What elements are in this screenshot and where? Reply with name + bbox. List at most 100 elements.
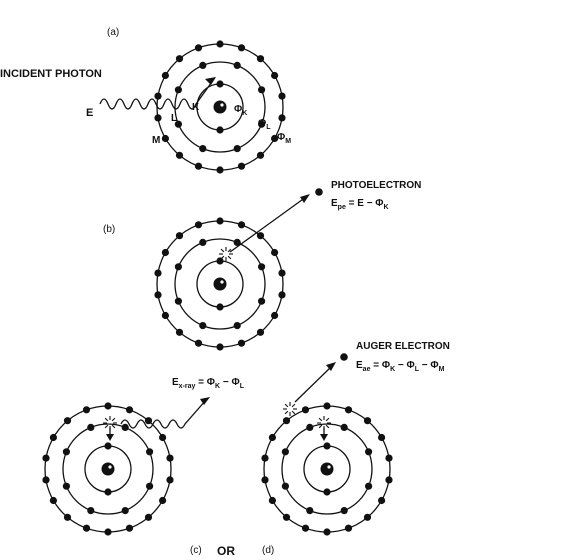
- electron: [261, 476, 269, 484]
- burst-ray: [291, 403, 296, 408]
- burst-ray: [318, 417, 323, 422]
- electron: [42, 476, 50, 484]
- electron: [278, 114, 286, 122]
- electron: [323, 442, 331, 450]
- electron: [385, 476, 393, 484]
- electron: [344, 524, 353, 532]
- electron: [233, 145, 241, 153]
- electron: [278, 291, 286, 299]
- electron: [174, 297, 182, 305]
- electron: [278, 269, 286, 277]
- electron: [161, 134, 169, 143]
- panel-label-b: (b): [103, 224, 115, 235]
- vacancy-burst-d-inner: [317, 416, 331, 430]
- electron: [121, 423, 129, 431]
- burst-ray: [284, 410, 289, 415]
- electron: [49, 496, 58, 505]
- electron: [175, 328, 184, 336]
- electron: [271, 71, 279, 80]
- burst-ray: [318, 424, 323, 429]
- electron: [256, 55, 265, 63]
- electron: [159, 433, 167, 442]
- xray-equation: Ex-ray = ΦK − ΦL: [172, 377, 245, 390]
- electron: [62, 482, 70, 490]
- electron: [237, 162, 246, 170]
- electron: [271, 134, 279, 143]
- electron: [216, 126, 224, 134]
- electron: [378, 433, 386, 442]
- nucleus: [213, 277, 227, 291]
- electron: [125, 406, 134, 414]
- burst-ray: [220, 248, 225, 253]
- electron: [194, 221, 203, 229]
- panel-label-c: (c): [190, 545, 202, 556]
- auger-electron-path: [294, 365, 333, 403]
- electron: [258, 297, 266, 305]
- electron: [301, 524, 310, 532]
- burst-ray: [325, 417, 330, 422]
- auger-electron-dot: [340, 353, 348, 361]
- electron: [261, 454, 269, 462]
- electron: [154, 114, 162, 122]
- electron: [258, 86, 266, 94]
- shell-label-m: M: [152, 135, 160, 146]
- shell-l: [62, 423, 154, 515]
- electron: [144, 417, 153, 425]
- xray-photon-wave: [120, 399, 207, 429]
- burst-ray: [325, 424, 330, 429]
- electron: [271, 311, 279, 320]
- atom-a: [154, 40, 286, 174]
- nucleus: [213, 100, 227, 114]
- electron: [256, 151, 265, 159]
- burst-ray: [111, 424, 116, 429]
- electron: [49, 433, 58, 442]
- electron: [104, 402, 112, 410]
- electron: [154, 92, 162, 100]
- photon-energy-label: E: [86, 107, 93, 119]
- electron: [104, 488, 112, 496]
- electron: [282, 417, 291, 425]
- electron: [237, 221, 246, 229]
- nucleus-highlight: [220, 103, 224, 107]
- electron: [174, 120, 182, 128]
- electron: [281, 448, 289, 456]
- photoelectron-equation: Epe = E − ΦK: [331, 198, 389, 211]
- electron: [63, 513, 72, 521]
- electron: [144, 513, 153, 521]
- burst-ray: [227, 255, 232, 260]
- electron: [301, 406, 310, 414]
- shell-label-l: L: [171, 113, 177, 124]
- electron: [233, 238, 241, 246]
- electron: [125, 524, 134, 532]
- electron: [194, 339, 203, 347]
- electron: [258, 263, 266, 271]
- panel-label-a: (a): [107, 27, 119, 38]
- shell-l: [174, 238, 266, 330]
- electron: [323, 528, 331, 536]
- electron: [199, 322, 207, 330]
- burst-ray: [227, 248, 232, 253]
- incident-photon-arrowhead: [205, 77, 216, 85]
- electron: [161, 311, 169, 320]
- electron: [282, 513, 291, 521]
- photoelectron-arrowhead: [300, 194, 310, 203]
- vacancy-burst-b: [219, 247, 233, 261]
- phi-m-label: ΦM: [277, 132, 291, 145]
- electron: [256, 328, 265, 336]
- nucleus-highlight: [108, 465, 112, 469]
- incident-photon-label: INCIDENT PHOTON: [0, 68, 102, 80]
- electron: [216, 257, 224, 265]
- electron: [199, 61, 207, 69]
- electron: [175, 151, 184, 159]
- electron: [233, 322, 241, 330]
- electron: [154, 291, 162, 299]
- nucleus: [101, 462, 115, 476]
- electron: [216, 80, 224, 88]
- electron: [199, 238, 207, 246]
- auger-electron-arrowhead: [326, 362, 336, 371]
- vacancy-burst-c: [103, 416, 117, 430]
- auger-equation: Eae = ΦK − ΦL − ΦM: [356, 360, 445, 373]
- atom-b: [154, 217, 286, 351]
- electron: [199, 145, 207, 153]
